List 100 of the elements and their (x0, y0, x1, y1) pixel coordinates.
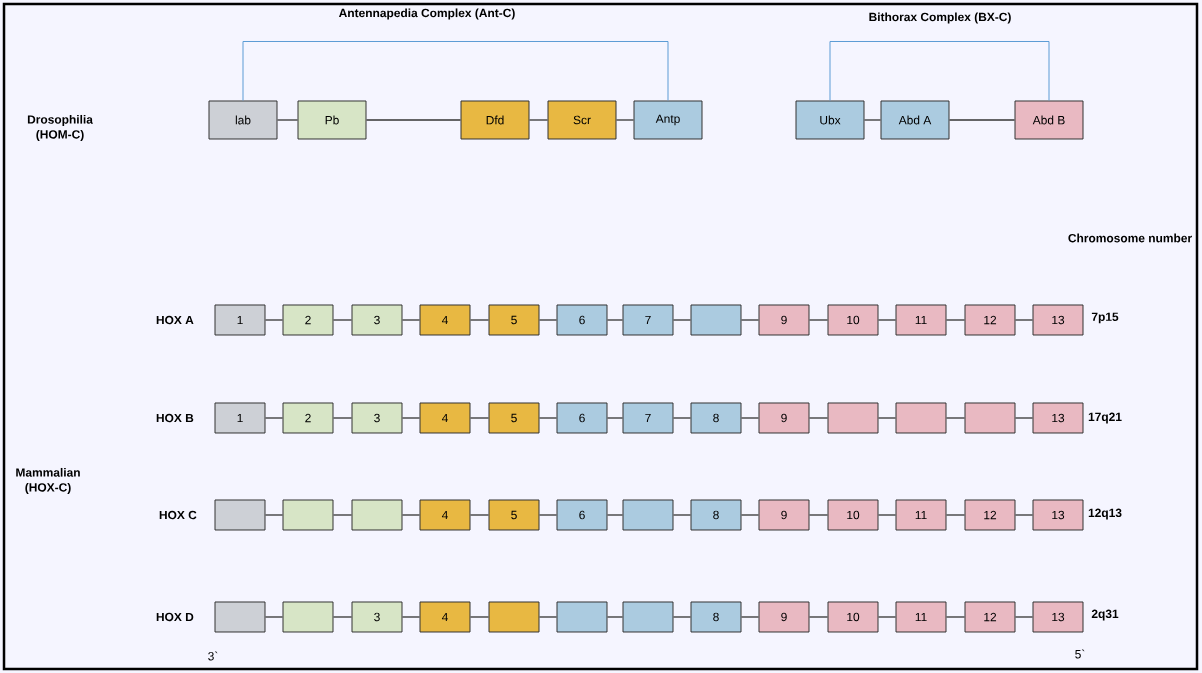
connector-line (877, 616, 897, 618)
bracket-line (242, 41, 669, 101)
gene-box: 10 (827, 499, 879, 531)
connector-line (877, 319, 897, 321)
text-label: 5` (1075, 649, 1085, 659)
connector-line (948, 119, 1016, 121)
connector-line (469, 616, 490, 618)
gene-box: 11 (895, 499, 947, 531)
connector-line (332, 616, 353, 618)
connector-line (401, 514, 421, 516)
text-label: Chromosome number (1068, 233, 1192, 243)
gene-box: lab (208, 100, 278, 140)
empty-gene-box (282, 499, 334, 531)
connector-line (740, 417, 760, 419)
gene-box: 1 (214, 402, 266, 434)
gene-box: Scr (547, 100, 617, 140)
connector-line (945, 514, 966, 516)
gene-box: 13 (1032, 601, 1084, 633)
row-label: HOX C (159, 510, 197, 520)
connector-line (538, 417, 558, 419)
connector-line (401, 616, 421, 618)
gene-box: 10 (827, 601, 879, 633)
connector-line (606, 616, 624, 618)
empty-gene-box (964, 402, 1016, 434)
connector-line (672, 417, 692, 419)
gene-box: 11 (895, 304, 947, 336)
empty-gene-box (556, 601, 608, 633)
gene-box: 6 (556, 304, 608, 336)
gene-box: 2 (282, 304, 334, 336)
gene-box: 7 (622, 304, 674, 336)
text-label: Drosophilia (HOM-C) (27, 114, 93, 142)
gene-box: Dfd (460, 100, 530, 140)
connector-line (264, 417, 284, 419)
text-label: Bithorax Complex (BX-C) (869, 12, 1011, 24)
connector-line (672, 514, 692, 516)
gene-box: 12 (964, 499, 1016, 531)
row-label: HOX B (156, 413, 194, 423)
gene-box: 12 (964, 304, 1016, 336)
connector-line (672, 319, 692, 321)
connector-line (945, 616, 966, 618)
connector-line (401, 319, 421, 321)
connector-line (615, 119, 635, 121)
gene-box: Abd B (1014, 100, 1084, 140)
gene-box: Abd A (880, 100, 950, 140)
gene-box: 7 (622, 402, 674, 434)
empty-gene-box (488, 601, 540, 633)
gene-box: 8 (690, 402, 742, 434)
text-label: 3` (208, 651, 218, 661)
connector-line (808, 514, 829, 516)
gene-box: 2 (282, 402, 334, 434)
connector-line (332, 417, 353, 419)
empty-gene-box (690, 304, 742, 336)
connector-line (538, 616, 558, 618)
empty-gene-box (214, 499, 266, 531)
gene-box: 4 (419, 499, 471, 531)
row-label: HOX A (156, 315, 194, 325)
gene-box: Antp (633, 100, 703, 140)
connector-line (945, 417, 966, 419)
connector-line (606, 319, 624, 321)
gene-box: 9 (758, 601, 810, 633)
empty-gene-box (214, 601, 266, 633)
gene-box: 5 (488, 499, 540, 531)
connector-line (332, 319, 353, 321)
connector-line (808, 616, 829, 618)
gene-box: 4 (419, 402, 471, 434)
empty-gene-box (622, 499, 674, 531)
row-label: HOX D (156, 612, 194, 622)
gene-box: 5 (488, 402, 540, 434)
connector-line (528, 119, 549, 121)
gene-box: 1 (214, 304, 266, 336)
connector-line (808, 319, 829, 321)
connector-line (469, 319, 490, 321)
gene-box: 11 (895, 601, 947, 633)
empty-gene-box (622, 601, 674, 633)
gene-box: 13 (1032, 402, 1084, 434)
gene-box: Ubx (795, 100, 865, 140)
connector-line (264, 616, 284, 618)
connector-line (877, 514, 897, 516)
connector-line (877, 417, 897, 419)
connector-line (1014, 319, 1034, 321)
connector-line (276, 119, 299, 121)
bracket-line (829, 41, 1050, 101)
gene-box: Pb (297, 100, 367, 140)
connector-line (538, 514, 558, 516)
connector-line (538, 319, 558, 321)
connector-line (365, 119, 462, 121)
gene-box: 4 (419, 304, 471, 336)
gene-box: 3 (351, 402, 403, 434)
gene-box: 5 (488, 304, 540, 336)
gene-box: 13 (1032, 499, 1084, 531)
gene-box: 6 (556, 499, 608, 531)
connector-line (863, 119, 882, 121)
connector-line (740, 319, 760, 321)
connector-line (740, 514, 760, 516)
connector-line (264, 514, 284, 516)
gene-box: 9 (758, 304, 810, 336)
connector-line (740, 616, 760, 618)
connector-line (332, 514, 353, 516)
connector-line (672, 616, 692, 618)
connector-line (1014, 514, 1034, 516)
